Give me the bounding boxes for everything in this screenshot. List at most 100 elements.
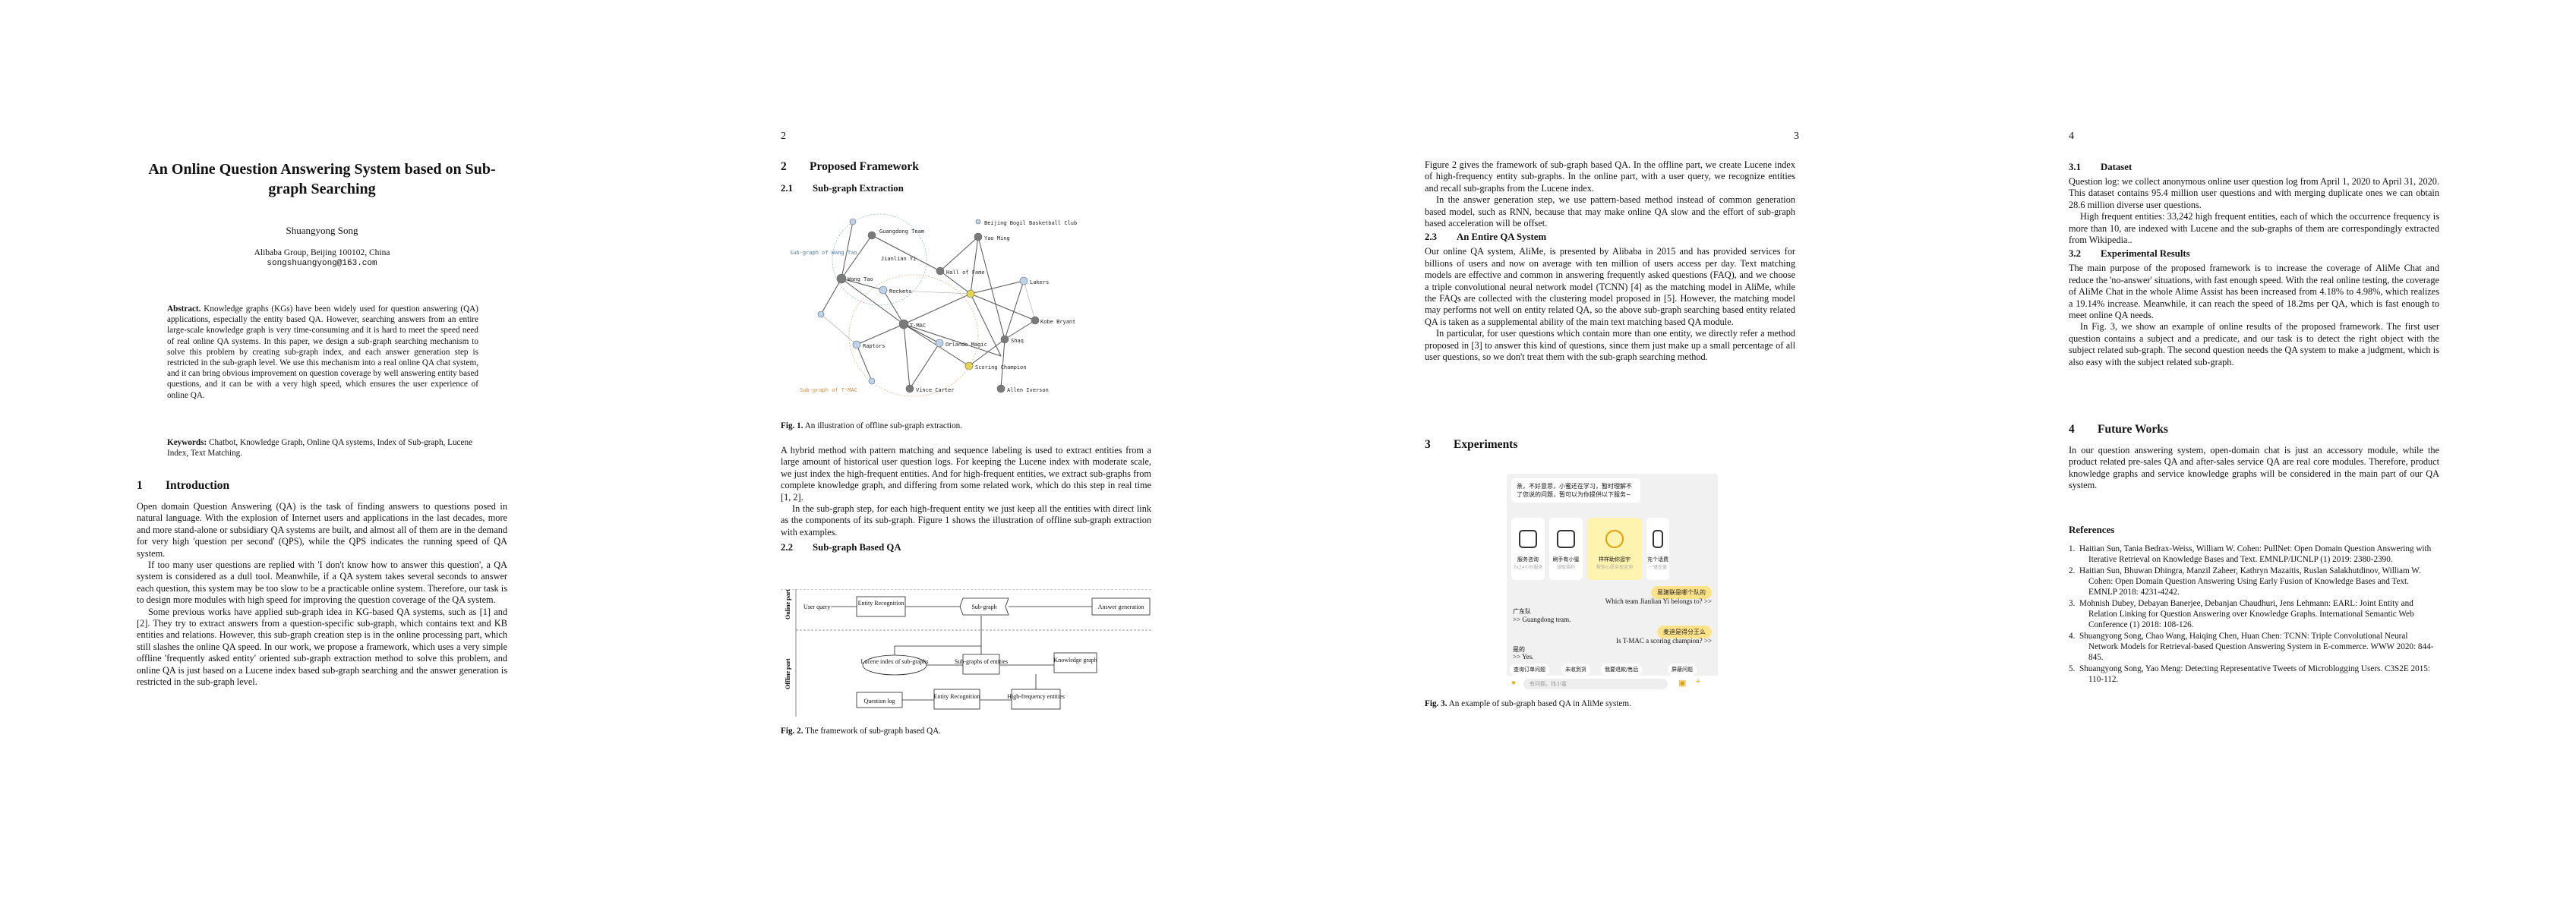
paragraph: In the answer generation step, we use pa… <box>1425 194 1795 229</box>
figure-2: Online part Offline part <box>781 588 1151 717</box>
lucene-index-label: Lucene index of sub-graphs <box>860 658 928 665</box>
subsection-number: 3.2 <box>2069 248 2081 260</box>
card-title: 服务咨询 <box>1517 556 1539 563</box>
subgraph-extraction-text: A hybrid method with pattern matching an… <box>781 445 1151 556</box>
node-label: Rockets <box>889 288 912 295</box>
affiliation-text: Alibaba Group, Beijing 100102, China <box>254 248 390 257</box>
quick-reply-chip[interactable]: 查询订单问题 <box>1510 664 1549 676</box>
paragraph: Some previous works have applied sub-gra… <box>137 606 507 688</box>
figure-3-caption: Fig. 3. An example of sub-graph based QA… <box>1425 698 1795 709</box>
section-number: 2 <box>781 160 787 173</box>
card-subtitle: 7x24小时服务 <box>1513 565 1543 570</box>
node-label: Scoring Champion <box>975 364 1026 370</box>
card-title: 样样助你逛宇 <box>1599 556 1631 563</box>
paragraph: In the sub-graph step, for each high-fre… <box>781 503 1151 537</box>
page-3: 3 Figure 2 gives the framework of sub-gr… <box>1288 0 1932 911</box>
qa-system-text: Figure 2 gives the framework of sub-grap… <box>1425 159 1795 364</box>
subgraph-label: Sub-graph of Wang Tao <box>790 250 857 256</box>
keywords-label: Keywords: <box>167 438 207 447</box>
section-title: Introduction <box>166 479 230 492</box>
service-card-featured[interactable]: 样样助你逛宇帮你心愿实现咨询 <box>1587 518 1642 580</box>
paragraph: In particular, for user questions which … <box>1425 328 1795 363</box>
figure-1-caption: Fig. 1. An illustration of offline sub-g… <box>781 421 1151 431</box>
node-label: T-MAC <box>910 323 926 329</box>
paragraph: In Fig. 3, we show an example of online … <box>2069 321 2439 367</box>
headset-icon <box>1519 530 1537 548</box>
subsection-title: An Entire QA System <box>1457 232 1547 243</box>
page-number: 2 <box>781 131 786 142</box>
paragraph: High frequent entities: 33,242 high freq… <box>2069 211 2439 246</box>
bag-icon <box>1557 530 1575 548</box>
entity-recognition-label: Entity Recognition <box>858 600 904 607</box>
node-label: Beijing Bogil Basketball Club <box>984 220 1077 226</box>
node-label: Hall of Fame <box>946 270 985 276</box>
plus-icon[interactable]: + <box>1695 676 1701 688</box>
microphone-icon[interactable]: ● <box>1511 679 1517 687</box>
caption-text: An example of sub-graph based QA in AliM… <box>1448 699 1631 708</box>
caption-label: Fig. 1. <box>781 421 803 430</box>
caption-label: Fig. 2. <box>781 727 803 736</box>
page-1: An Online Question Answering System base… <box>0 0 644 911</box>
node-label: Lakers <box>1030 279 1049 285</box>
chat-input[interactable]: 有问题，找小蜜 <box>1523 679 1668 689</box>
card-subtitle: 领取福利 <box>1556 565 1575 570</box>
subsection-number: 2.3 <box>1425 232 1437 243</box>
quick-reply-chip[interactable]: 我要退款/售后 <box>1601 664 1643 676</box>
paragraph: Question log: we collect anonymous onlin… <box>2069 176 2439 210</box>
reference-item: 1. Haitian Sun, Tania Bedrax-Weiss, Will… <box>2069 544 2432 564</box>
affiliation: Alibaba Group, Beijing 100102, China son… <box>137 247 507 269</box>
subsection-title: Experimental Results <box>2101 248 2190 260</box>
knowledge-graph-label: Knowledge graph <box>1053 657 1097 664</box>
author-email[interactable]: songshuangyong@163.com <box>267 259 377 268</box>
section-title: Proposed Framework <box>810 160 919 173</box>
node-label: Yao Ming <box>984 235 1010 241</box>
phone-icon <box>1653 530 1663 548</box>
reference-item: 5. Shuangyong Song, Yao Meng: Detecting … <box>2069 664 2430 684</box>
reference-list: 1. Haitian Sun, Tania Bedrax-Weiss, Will… <box>2069 544 2439 685</box>
references-heading: References <box>2069 524 2115 535</box>
mascot-icon <box>1605 530 1624 548</box>
figure-1: Guangdong Team Beijing Bogil Basketball … <box>781 206 1151 411</box>
node-label: Vince Carter <box>916 387 955 393</box>
offline-part-label: Offline part <box>784 658 791 689</box>
node-label: Shaq <box>1011 338 1024 344</box>
caption-text: The framework of sub-graph based QA. <box>805 727 942 736</box>
quick-reply-chip[interactable]: 未收到货 <box>1561 664 1590 676</box>
bot-answer-2: 是的 <box>1513 646 1525 653</box>
paragraph: Our online QA system, AliMe, is presente… <box>1425 246 1795 327</box>
subgraphs-of-entities-label: Sub-graphs of entities <box>955 658 1008 665</box>
service-card[interactable]: 刷手有小蜜领取福利 <box>1549 518 1583 580</box>
reference-item: 4. Shuangyong Song, Chao Wang, Haiqing C… <box>2069 632 2434 662</box>
user-query-label: User query <box>803 604 830 610</box>
subgraph-illustration: Guangdong Team Beijing Bogil Basketball … <box>790 213 1077 397</box>
abstract-text: Knowledge graphs (KGs) have been widely … <box>167 304 478 400</box>
service-card[interactable]: 服务咨询 7x24小时服务 <box>1511 518 1545 580</box>
subsection-number: 2.1 <box>781 183 793 194</box>
node-label: Orlando Magic <box>945 342 987 348</box>
node-label: Guangdong Team <box>879 229 924 235</box>
reference-item: 3. Mohnish Dubey, Debayan Banerjee, Deba… <box>2069 599 2414 629</box>
section-number: 1 <box>137 479 143 492</box>
abstract: Abstract. Knowledge graphs (KGs) have be… <box>167 304 478 401</box>
question-log-label: Question log <box>863 698 895 705</box>
user-question-1: 易建联是哪个队的 <box>1651 586 1712 599</box>
section-heading: 2 Proposed Framework <box>781 159 1151 175</box>
online-part-label: Online part <box>784 589 791 619</box>
question-1-translation: Which team Jianlian Yi belongs to? >> <box>1605 597 1712 605</box>
card-subtitle: 一键充值 <box>1648 565 1667 570</box>
node-label: Raptors <box>863 343 886 349</box>
framework-diagram: Online part Offline part <box>781 588 1151 717</box>
service-card[interactable]: 充个话费一键充值 <box>1646 518 1669 580</box>
section-number: 3 <box>1425 438 1431 451</box>
quick-reply-chip[interactable]: 屏蔽问题 <box>1668 664 1697 676</box>
image-icon[interactable]: ▣ <box>1678 679 1687 688</box>
paragraph: A hybrid method with pattern matching an… <box>781 445 1151 503</box>
